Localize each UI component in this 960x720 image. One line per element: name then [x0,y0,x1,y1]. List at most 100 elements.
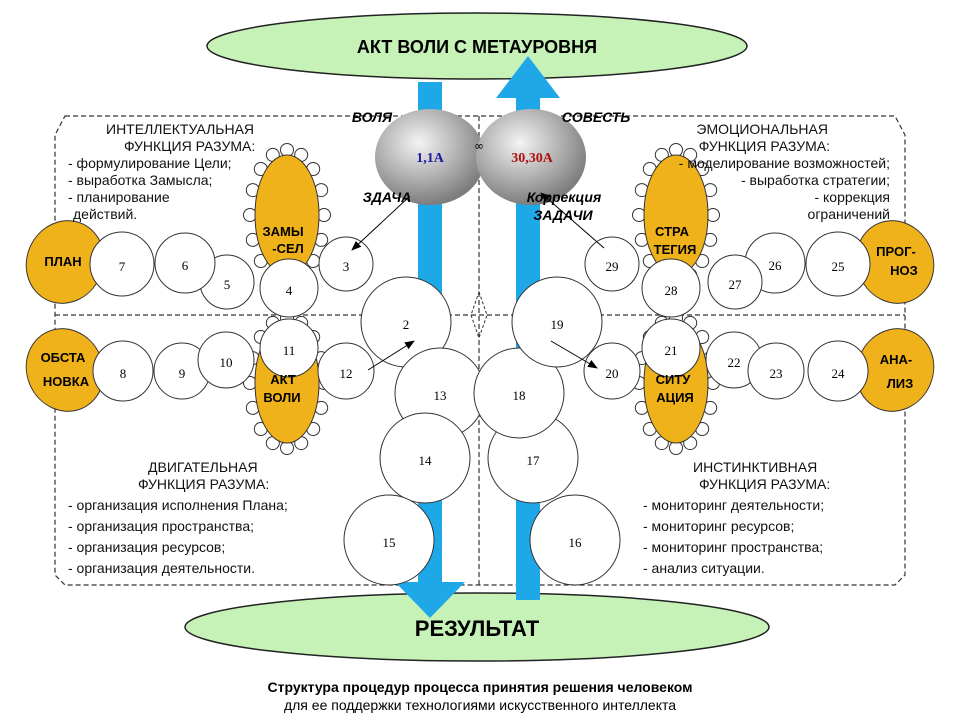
node-label: 23 [770,366,783,381]
volya-label: ВОЛЯ [352,109,393,125]
akt-voli-label-2: ВОЛИ [263,390,300,405]
right-sphere-label: 30,30А [511,151,554,166]
node-label: 9 [179,366,186,381]
node-label: 14 [419,453,433,468]
node-label: 27 [729,277,743,292]
bottom-oval [184,592,770,662]
emotional-title-2: ФУНКЦИЯ РАЗУМА: [698,138,830,154]
motor-title-1: ДВИГАТЕЛЬНАЯ [148,459,258,475]
strategiya-label-2: ТЕГИЯ [654,242,697,257]
node-circle [641,318,701,378]
node-label: 4 [286,283,293,298]
instinctive-title-2: ФУНКЦИЯ РАЗУМА: [699,476,831,492]
korrekciya-label: Коррекция [527,189,601,205]
node-circle [92,340,154,402]
zamysel-label-1: ЗАМЫ [262,224,303,239]
caption-line-1: Структура процедур процесса принятия реш… [267,679,693,695]
node-circle [529,494,621,586]
intellectual-item: - выработка Замысла; [68,172,213,188]
obstanovka-label-1: ОБСТА [41,350,86,365]
intellectual-item: действий. [73,206,138,222]
dashed-diamond [470,290,488,340]
emotional-block: ЭМОЦИОНАЛЬНАЯ ФУНКЦИЯ РАЗУМА: - моделиро… [620,121,890,223]
caption-line-2: для ее поддержки технологиями искусствен… [283,697,677,713]
node-label: 7 [119,259,126,274]
emotional-item: - моделирование возможностей; [678,155,890,171]
instinctive-item: - анализ ситуации. [643,560,765,576]
node-circle [154,232,216,294]
motor-item: - организация пространства; [68,518,255,534]
intellectual-title-1: ИНТЕЛЛЕКТУАЛЬНАЯ [106,121,255,137]
node-label: 11 [283,343,296,358]
instinctive-item: - мониторинг ресурсов; [643,518,795,534]
node-circle [259,258,319,318]
side-oval-plan: ПЛАН [25,220,105,304]
sovest-label: СОВЕСТЬ [562,109,631,125]
node-circle [89,231,155,297]
instinctive-block: ИНСТИНКТИВНАЯ ФУНКЦИЯ РАЗУМА: - монитори… [643,459,903,577]
prognoz-label-2: НОЗ [890,263,918,278]
node-label: 21 [665,343,678,358]
situaciya-label-2: АЦИЯ [656,390,694,405]
zadacha-label: ЗДАЧА [363,189,412,205]
node-circle [197,331,255,389]
arrow-12-to-2 [367,340,415,371]
header-title: АКТ ВОЛИ С МЕТАУРОВНЯ [357,37,597,57]
instinctive-item: - мониторинг пространства; [643,539,824,555]
instinctive-item: - мониторинг деятельности; [643,497,825,513]
arrow-29-to-sphere [540,192,605,249]
side-oval-analiz: АНА- ЛИЗ [855,328,935,412]
motor-item: - организация ресурсов; [68,539,226,555]
left-sphere-label: 1,1А [416,151,445,166]
node-circle [747,342,805,400]
intellectual-item: - формулирование Цели; [68,155,232,171]
node-label: 24 [832,366,846,381]
akt-voli-label-1: АКТ [270,372,296,387]
node-label: 10 [220,355,233,370]
side-oval-obstanovka: ОБСТА НОВКА [25,328,105,412]
intellectual-block: ИНТЕЛЛЕКТУАЛЬНАЯ ФУНКЦИЯ РАЗУМА: - форму… [68,121,308,223]
node-label: 28 [665,283,678,298]
prognoz-label-1: ПРОГ- [876,244,916,259]
node-label: 25 [832,259,845,274]
node-label: 20 [606,366,619,381]
node-label: 29 [606,259,619,274]
node-label: 16 [569,535,583,550]
node-circle [317,342,375,400]
node-circle [583,342,641,400]
intellectual-title-2: ФУНКЦИЯ РАЗУМА: [124,138,256,154]
node-label: 17 [527,453,541,468]
node-circle [807,340,869,402]
motor-block: ДВИГАТЕЛЬНАЯ ФУНКЦИЯ РАЗУМА: - организац… [68,459,368,577]
node-circle [473,347,565,439]
motor-item: - организация деятельности. [68,560,255,576]
hub-labels: ЗАМЫ -СЕЛ СТРА ТЕГИЯ АКТ ВОЛИ СИТУ АЦИЯ [262,224,696,405]
instinctive-title-1: ИНСТИНКТИВНАЯ [693,459,818,475]
analiz-label-1: АНА- [880,352,913,367]
korrekciya-zadachi-label: ЗАДАЧИ [533,207,593,223]
node-label: 26 [769,258,783,273]
node-circle [379,412,471,504]
emotional-item: ограничений [807,206,890,222]
plan-label: ПЛАН [44,254,81,269]
infinity-sign: ∞ [474,139,484,153]
strategiya-label-1: СТРА [655,224,690,239]
result-label: РЕЗУЛЬТАТ [415,616,540,641]
right-sphere [476,109,586,205]
node-circle [805,231,871,297]
node-circle [584,236,640,292]
motor-item: - организация исполнения Плана; [68,497,288,513]
arrow-19-to-20 [550,340,598,369]
node-circle [343,494,435,586]
node-circle [259,318,319,378]
top-oval [206,12,748,80]
node-label: 19 [551,317,564,332]
node-label: 3 [343,259,350,274]
analiz-label-2: ЛИЗ [887,376,914,391]
node-circle [641,258,701,318]
arrow-sphere-to-3 [351,195,411,251]
node-label: 22 [728,355,741,370]
left-sphere [375,109,485,205]
node-label: 12 [340,366,353,381]
side-oval-prognoz: ПРОГ- НОЗ [855,220,935,304]
